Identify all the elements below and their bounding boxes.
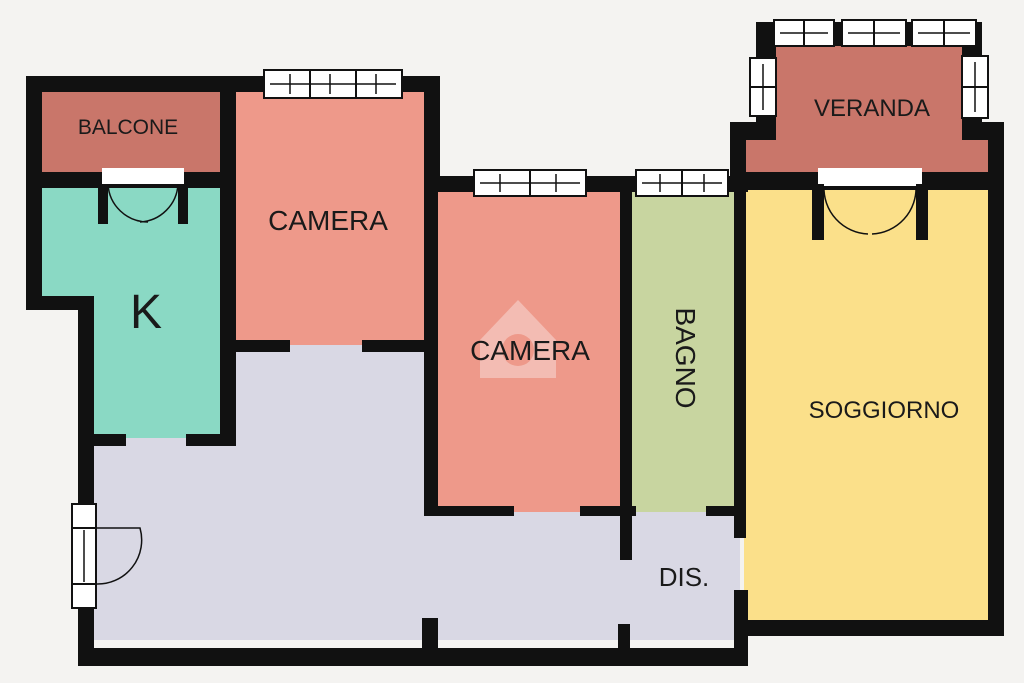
window <box>263 69 403 99</box>
room-label-camera-1: CAMERA <box>268 205 388 236</box>
room-label-kitchen: K <box>130 286 162 339</box>
room-label-dis: DIS. <box>659 562 710 592</box>
wall <box>734 176 746 538</box>
room-label-soggiorno: SOGGIORNO <box>809 397 960 424</box>
balcone-area <box>40 92 220 172</box>
wall <box>988 122 1004 636</box>
window <box>473 169 587 197</box>
room-label-veranda: VERANDA <box>814 95 930 122</box>
wall <box>78 296 94 666</box>
veranda-area <box>744 44 990 176</box>
wall <box>362 340 438 352</box>
wall <box>92 434 126 446</box>
room-label-balcone: BALCONE <box>78 116 178 139</box>
wall <box>186 434 234 446</box>
wall <box>78 648 748 666</box>
room-label-bagno: BAGNO <box>670 307 701 408</box>
wall <box>26 76 42 310</box>
wall <box>422 618 438 658</box>
window <box>911 19 977 47</box>
room-label-camera-2: CAMERA <box>470 335 590 366</box>
wall <box>580 506 636 516</box>
bagno-area <box>630 190 736 512</box>
window <box>773 19 835 47</box>
soggiorno-area <box>744 190 990 620</box>
wall <box>620 190 632 560</box>
kitchen-area <box>40 188 220 438</box>
wall <box>26 296 94 310</box>
wall <box>424 76 440 190</box>
wall <box>234 340 290 352</box>
wall <box>424 506 514 516</box>
wall <box>734 620 1004 636</box>
camera-1-area <box>234 92 424 345</box>
window <box>749 57 777 117</box>
camera-2-area <box>436 190 622 512</box>
wall <box>706 506 746 516</box>
entrance-door <box>71 503 143 609</box>
wall <box>424 176 438 516</box>
windows <box>71 19 989 609</box>
window <box>841 19 907 47</box>
watermark-logo <box>480 300 556 378</box>
wall <box>220 76 236 446</box>
window <box>961 55 989 119</box>
window <box>635 169 729 197</box>
balcone-door <box>98 168 188 224</box>
veranda-door <box>812 168 928 240</box>
room-fills <box>40 44 990 640</box>
wall <box>618 624 630 658</box>
